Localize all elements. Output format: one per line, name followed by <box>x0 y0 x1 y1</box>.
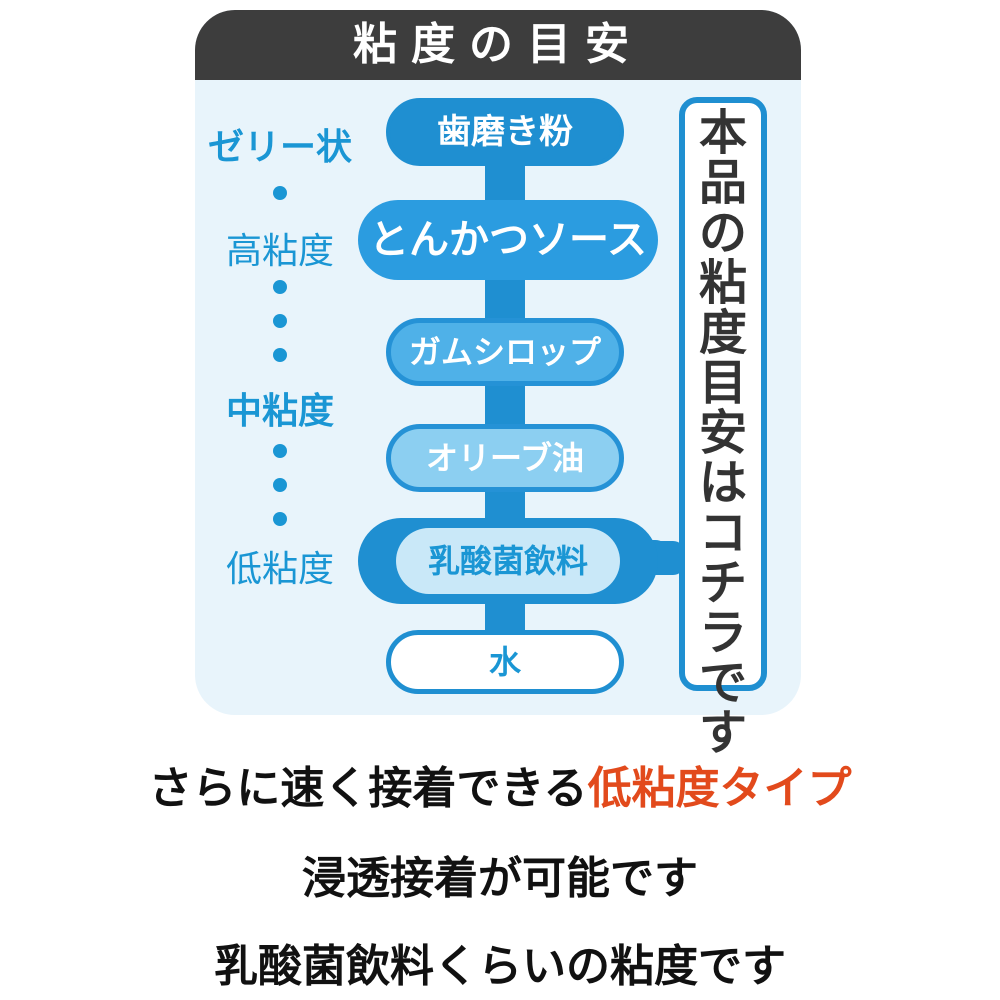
panel-title: 粘度の目安 <box>353 19 643 70</box>
pill-toothpaste: 歯磨き粉 <box>386 98 624 166</box>
note-text: 本品の粘度目安はコチラです <box>698 105 747 761</box>
panel-header <box>195 10 801 80</box>
pill-olive-oil: オリーブ油 <box>386 424 624 492</box>
pill-tonkatsu-sauce: とんかつソース <box>358 200 658 280</box>
scale-dot <box>273 478 287 492</box>
pill-label: 水 <box>488 643 521 681</box>
scale-dot <box>273 444 287 458</box>
scale-jelly: ゼリー状 <box>207 127 352 168</box>
note-box <box>679 97 767 691</box>
pill-label: 歯磨き粉 <box>437 112 573 152</box>
pill-inner <box>396 528 620 594</box>
scale-dot <box>273 280 287 294</box>
scale-dot <box>273 314 287 328</box>
scale-dot <box>273 186 287 200</box>
pill-label: とんかつソース <box>369 217 647 263</box>
pill-water: 水 <box>386 630 624 694</box>
scale-dot <box>273 512 287 526</box>
tagline-1-accent: 低粘度タイプ <box>587 763 852 814</box>
scale-low: 低粘度 <box>225 549 334 590</box>
tagline-2: 浸透接着が可能です <box>302 853 698 904</box>
pill-label: ガムシロップ <box>408 333 601 371</box>
scale-medium: 中粘度 <box>225 391 334 432</box>
scale-dot <box>273 348 287 362</box>
tagline-3: 乳酸菌飲料くらいの粘度です <box>214 941 786 992</box>
pill-label: オリーブ油 <box>425 439 585 477</box>
pill-gum-syrup: ガムシロップ <box>386 318 624 386</box>
scale-high: 高粘度 <box>225 231 334 272</box>
pill-lactic-drink: 乳酸菌飲料 <box>358 518 658 604</box>
tagline-1: さらに速く接着できる低粘度タイプ <box>0 752 1000 816</box>
tagline-1-prefix: さらに速く接着できる <box>148 763 588 814</box>
pill-label: 乳酸菌飲料 <box>427 542 588 580</box>
